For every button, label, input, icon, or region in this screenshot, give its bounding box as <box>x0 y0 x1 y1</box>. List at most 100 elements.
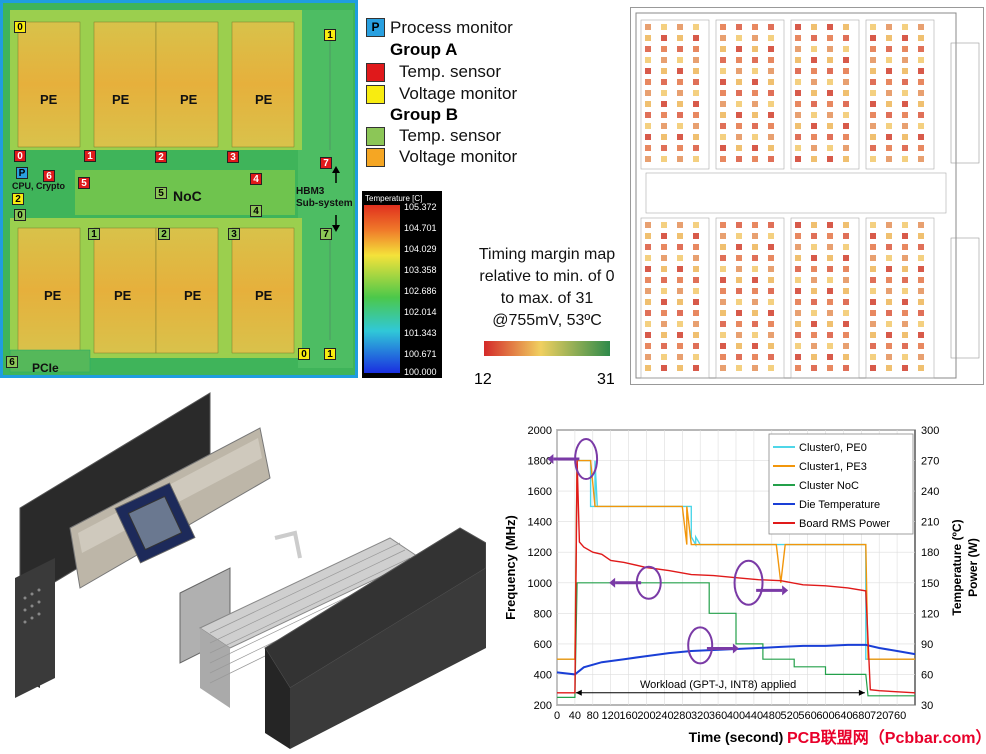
floorplan-tile <box>902 299 908 305</box>
floorplan-tile <box>736 79 742 85</box>
floorplan-tile <box>902 79 908 85</box>
floorplan-tile <box>843 90 849 96</box>
floorplan-tile <box>843 134 849 140</box>
floorplan-tile <box>795 145 801 151</box>
floorplan-tile <box>795 244 801 250</box>
floorplan-tile <box>886 68 892 74</box>
floorplan-tile <box>870 90 876 96</box>
floorplan-tile <box>827 79 833 85</box>
y-tick-label: 400 <box>534 669 552 681</box>
floorplan-tile <box>661 244 667 250</box>
floorplan-tile <box>870 112 876 118</box>
floorplan-tile <box>843 24 849 30</box>
floorplan-tile <box>645 277 651 283</box>
floorplan-tile <box>843 112 849 118</box>
floorplan-tile <box>918 365 924 371</box>
floorplan-tile <box>918 46 924 52</box>
floorplan-tile <box>902 90 908 96</box>
temp-tick: 105.372 <box>404 202 437 212</box>
floorplan-tile <box>811 90 817 96</box>
floorplan-tile <box>902 310 908 316</box>
arrow-head <box>575 689 582 696</box>
floorplan-tile <box>720 365 726 371</box>
floorplan-tile <box>811 233 817 239</box>
floorplan-tile <box>693 145 699 151</box>
floorplan-pe-block <box>790 19 860 170</box>
floorplan-tile <box>870 24 876 30</box>
floorplan-tile <box>843 332 849 338</box>
floorplan-tile <box>752 233 758 239</box>
floorplan-tile <box>645 266 651 272</box>
floorplan-tile <box>736 310 742 316</box>
floorplan-tile <box>752 365 758 371</box>
floorplan-tile <box>902 244 908 250</box>
floorplan-tile <box>677 145 683 151</box>
floorplan-tile <box>768 35 774 41</box>
floorplan-pe-block <box>640 19 710 170</box>
floorplan-tile <box>870 321 876 327</box>
floorplan-tile <box>902 288 908 294</box>
floorplan-tile <box>720 299 726 305</box>
floorplan-tile <box>736 244 742 250</box>
floorplan-tile <box>870 266 876 272</box>
y2-tick-label: 180 <box>921 547 939 559</box>
floorplan-tile <box>827 101 833 107</box>
floorplan-tile <box>661 46 667 52</box>
floorplan-tile <box>795 79 801 85</box>
floorplan-tile <box>768 321 774 327</box>
x-tick-label: 520 <box>781 710 799 722</box>
floorplan-tile <box>811 79 817 85</box>
floorplan-graphic <box>635 12 980 379</box>
floorplan-tile <box>886 46 892 52</box>
floorplan-tile <box>768 222 774 228</box>
floorplan-tile <box>768 277 774 283</box>
floorplan-tile <box>918 156 924 162</box>
floorplan-tile <box>677 277 683 283</box>
temperature-gradient <box>364 205 400 373</box>
floorplan-tile <box>720 46 726 52</box>
floorplan-tile <box>693 310 699 316</box>
voltage-monitor-tag: 2 <box>12 193 24 205</box>
floorplan-tile <box>661 35 667 41</box>
floorplan-tile <box>677 24 683 30</box>
floorplan-tile <box>902 354 908 360</box>
floorplan-tile <box>693 365 699 371</box>
x-tick-label: 440 <box>745 710 763 722</box>
y-tick-label: 600 <box>534 639 552 651</box>
floorplan-tile <box>736 343 742 349</box>
floorplan-tile <box>902 321 908 327</box>
floorplan-tile <box>677 134 683 140</box>
pe-label: PE <box>44 288 62 303</box>
annotation-ellipse <box>687 626 714 665</box>
floorplan-tile <box>677 101 683 107</box>
floorplan-tile <box>795 288 801 294</box>
y2-tick-label: 90 <box>921 639 933 651</box>
floorplan-tile <box>870 156 876 162</box>
floorplan-tile <box>720 90 726 96</box>
temp-sensor-tag: 0 <box>14 150 26 162</box>
floorplan-tile <box>693 233 699 239</box>
temp-sensor-tag: 5 <box>78 177 90 189</box>
floorplan-tile <box>677 156 683 162</box>
floorplan-tile <box>720 35 726 41</box>
floorplan-tile <box>693 277 699 283</box>
floorplan-tile <box>827 266 833 272</box>
pe-label: PE <box>255 92 273 107</box>
floorplan-tile <box>886 24 892 30</box>
floorplan-tile <box>843 68 849 74</box>
y-tick-label: 1400 <box>528 517 552 529</box>
floorplan-tile <box>902 332 908 338</box>
floorplan-tile <box>811 35 817 41</box>
floorplan-tile <box>768 68 774 74</box>
timing-margin-line: relative to min. of 0 <box>479 268 615 285</box>
x-tick-label: 80 <box>587 710 599 722</box>
floorplan-tile <box>736 233 742 239</box>
pe-label: PE <box>180 92 198 107</box>
floorplan-tile <box>661 90 667 96</box>
floorplan-tile <box>661 24 667 30</box>
timing-margin-line: Timing margin map <box>478 246 616 263</box>
floorplan-tile <box>693 343 699 349</box>
floorplan-tile <box>752 288 758 294</box>
floorplan-tile <box>645 321 651 327</box>
floorplan-tile <box>886 288 892 294</box>
